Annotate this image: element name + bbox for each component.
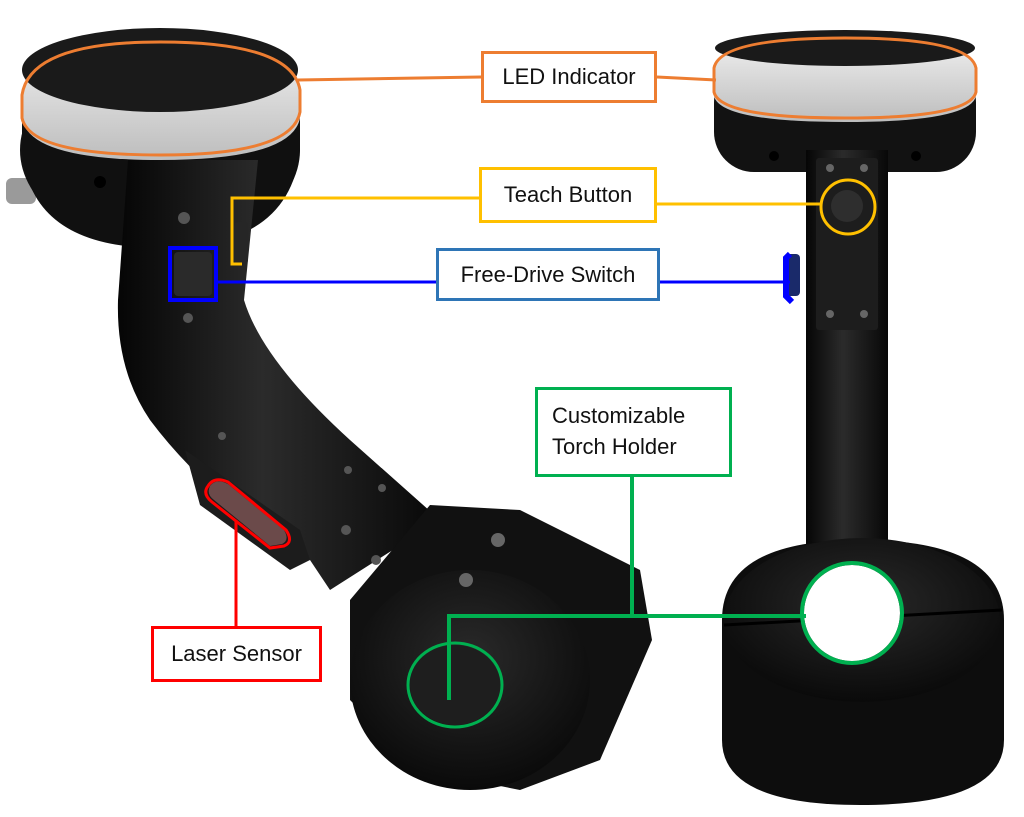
left-top-cap: [22, 28, 298, 112]
freedrive-callout: [168, 246, 795, 305]
right-plate-screw: [826, 164, 834, 172]
teach-button-label: Teach Button: [479, 167, 657, 223]
teach-button-text: Teach Button: [503, 182, 633, 207]
right-plate-screw: [860, 164, 868, 172]
led-outline-right: [712, 36, 978, 120]
left-arm-screw: [183, 313, 193, 323]
left-arm-screw: [378, 484, 386, 492]
teach-circle: [819, 178, 877, 236]
torch-outline-left: [406, 641, 504, 729]
laser-sensor-text: Laser Sensor: [171, 641, 302, 666]
led-outline-left: [20, 40, 302, 157]
right-torch-bore: [804, 565, 900, 661]
torch-leader: [447, 477, 806, 700]
torch-callout: [406, 477, 904, 729]
led-indicator-label: LED Indicator: [481, 51, 657, 103]
right-free-drive-switch: [786, 254, 800, 296]
left-arm-screw: [344, 466, 352, 474]
right-device: [714, 30, 1004, 805]
led-leader-right: [656, 75, 717, 82]
left-mount-stub: [6, 178, 36, 204]
teach-callout: [230, 178, 877, 266]
led-callout: [20, 36, 978, 157]
led-leader-left: [297, 75, 482, 82]
left-arm-screw: [178, 212, 190, 224]
left-arm-screw: [371, 555, 381, 565]
torch-outline-right: [800, 561, 904, 665]
led-indicator-text: LED Indicator: [502, 64, 636, 89]
left-disc-screw: [94, 176, 106, 188]
left-block-screw: [491, 533, 505, 547]
teach-bracket: [230, 196, 242, 266]
right-top-cap: [715, 30, 975, 66]
right-column-plate: [816, 158, 878, 330]
left-arm-screw: [341, 525, 351, 535]
freedrive-outline-right: [783, 251, 795, 305]
laser-outline: [204, 478, 291, 550]
left-free-drive-switch: [174, 252, 212, 296]
torch-holder-label: Customizable Torch Holder: [535, 387, 732, 477]
left-arm-screw: [218, 432, 226, 440]
left-torch-bore: [410, 645, 500, 725]
freedrive-outline-left: [168, 246, 218, 302]
laser-sensor-label: Laser Sensor: [151, 626, 322, 682]
right-disc-screw: [911, 151, 921, 161]
free-drive-switch-label: Free-Drive Switch: [436, 248, 660, 301]
free-drive-switch-text: Free-Drive Switch: [460, 261, 636, 287]
right-teach-button: [831, 190, 863, 222]
right-plate-screw: [860, 310, 868, 318]
left-teach-button: [234, 222, 248, 264]
right-plate-screw: [826, 310, 834, 318]
left-laser-window: [208, 481, 287, 546]
laser-callout: [204, 478, 291, 626]
torch-holder-text-line2: Torch Holder: [552, 434, 677, 459]
left-block-screw: [459, 573, 473, 587]
left-device: [6, 28, 652, 790]
torch-holder-text-line1: Customizable: [552, 403, 686, 428]
right-disc-screw: [769, 151, 779, 161]
